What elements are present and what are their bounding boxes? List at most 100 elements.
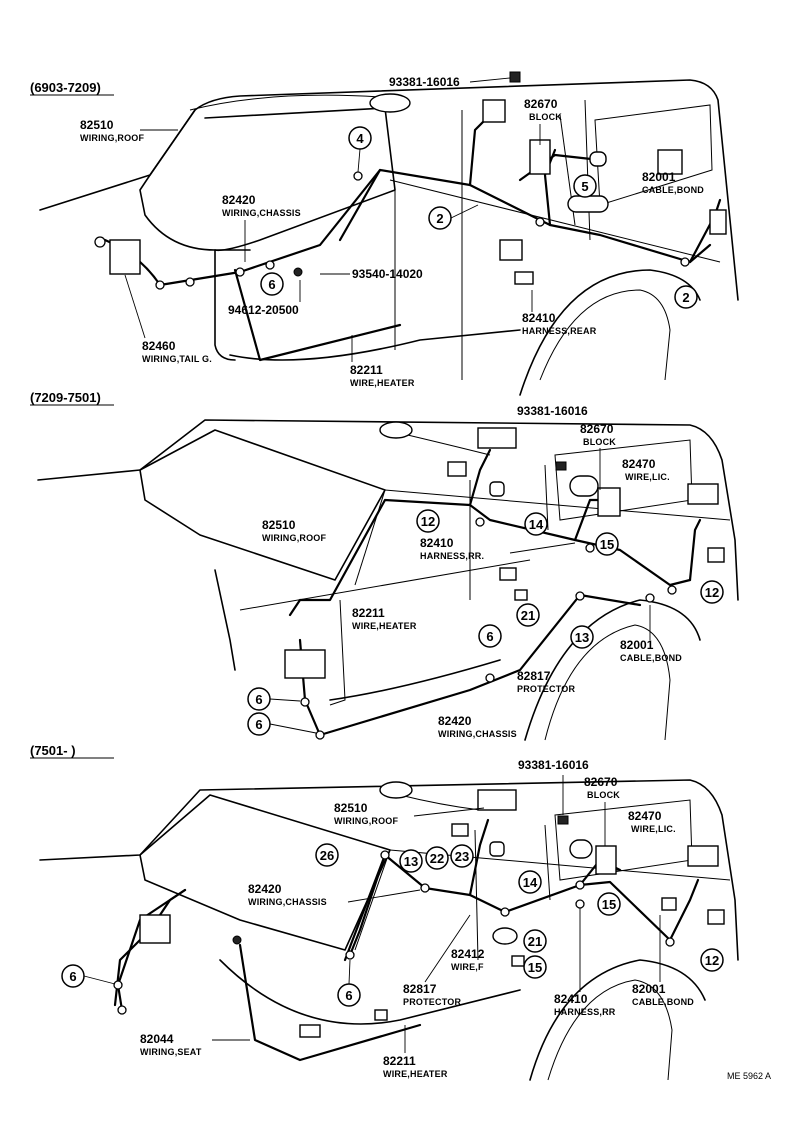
svg-text:13: 13 — [404, 854, 418, 869]
part-name: WIRE,LIC. — [631, 824, 676, 834]
part-name: BLOCK — [529, 112, 562, 122]
callout: 15 — [523, 955, 547, 979]
part-number: 82510 — [262, 518, 296, 532]
section-label: (6903-7209) — [30, 80, 101, 95]
svg-text:21: 21 — [528, 934, 542, 949]
part-number: 82001 — [642, 170, 676, 184]
callout: 22 — [425, 846, 449, 870]
callout: 5 — [573, 174, 597, 198]
callout: 6 — [61, 964, 85, 988]
svg-text:23: 23 — [455, 849, 469, 864]
part-name: BLOCK — [587, 790, 620, 800]
svg-text:15: 15 — [528, 960, 542, 975]
callout: 13 — [399, 849, 423, 873]
callout: 12 — [416, 509, 440, 533]
svg-text:12: 12 — [421, 514, 435, 529]
section-label: (7209-7501) — [30, 390, 101, 405]
part-number: 93540-14020 — [352, 267, 423, 281]
callout: 26 — [315, 843, 339, 867]
part-number: 82670 — [580, 422, 614, 436]
svg-text:26: 26 — [320, 848, 334, 863]
section-3-drawing — [39, 779, 739, 1081]
part-number: 82670 — [524, 97, 558, 111]
callout: 15 — [595, 532, 619, 556]
part-name: WIRING,CHASSIS — [248, 897, 327, 907]
part-number: 93381-16016 — [389, 75, 460, 89]
callout: 21 — [516, 603, 540, 627]
part-name: BLOCK — [583, 437, 616, 447]
part-number: 82211 — [352, 606, 385, 620]
svg-text:12: 12 — [705, 953, 719, 968]
part-number: 82817 — [403, 982, 437, 996]
svg-text:5: 5 — [581, 179, 588, 194]
callout: 2 — [428, 206, 452, 230]
svg-text:6: 6 — [255, 692, 262, 707]
callout: 14 — [518, 870, 542, 894]
part-number: 82211 — [350, 363, 383, 377]
callout: 23 — [450, 844, 474, 868]
svg-text:15: 15 — [602, 897, 616, 912]
part-number: 82420 — [248, 882, 282, 896]
callout: 4 — [348, 126, 372, 150]
svg-text:6: 6 — [345, 988, 352, 1003]
part-number: 82470 — [628, 809, 662, 823]
part-number: 82044 — [140, 1032, 174, 1046]
part-name: WIRING,ROOF — [334, 816, 398, 826]
svg-text:2: 2 — [682, 290, 689, 305]
part-name: PROTECTOR — [517, 684, 575, 694]
svg-text:14: 14 — [523, 875, 538, 890]
callout: 14 — [524, 512, 548, 536]
section-3-labels: (7501- ) 93381-16016 82670 BLOCK 82510 W… — [30, 743, 771, 1081]
part-name: WIRING,TAIL G. — [142, 354, 212, 364]
part-number: 82211 — [383, 1054, 416, 1068]
part-name: WIRE,HEATER — [383, 1069, 448, 1079]
part-name: CABLE,BOND — [642, 185, 704, 195]
part-number: 82001 — [632, 982, 666, 996]
part-number: 82670 — [584, 775, 618, 789]
section-2-labels: (7209-7501) 93381-16016 82670 BLOCK 8247… — [30, 390, 724, 739]
part-number: 82420 — [222, 193, 256, 207]
svg-text:12: 12 — [705, 585, 719, 600]
part-name: WIRE,LIC. — [625, 472, 670, 482]
callout: 15 — [597, 892, 621, 916]
part-number: 82817 — [517, 669, 551, 683]
callout: 6 — [260, 272, 284, 296]
part-name: WIRE,HEATER — [350, 378, 415, 388]
part-name: CABLE,BOND — [632, 997, 694, 1007]
svg-text:6: 6 — [69, 969, 76, 984]
part-name: HARNESS,RR. — [420, 551, 484, 561]
svg-text:14: 14 — [529, 517, 544, 532]
part-number: 82410 — [420, 536, 454, 550]
svg-text:2: 2 — [436, 211, 443, 226]
part-name: WIRING,CHASSIS — [438, 729, 517, 739]
callout: 21 — [523, 929, 547, 953]
svg-text:15: 15 — [600, 537, 614, 552]
section-1-labels: (6903-7209) 93381-16016 82670 BLOCK 8251… — [30, 75, 704, 388]
svg-text:6: 6 — [268, 277, 275, 292]
svg-text:6: 6 — [486, 629, 493, 644]
callout: 12 — [700, 948, 724, 972]
part-number: 82001 — [620, 638, 654, 652]
part-name: CABLE,BOND — [620, 653, 682, 663]
part-name: WIRING,SEAT — [140, 1047, 202, 1057]
svg-text:21: 21 — [521, 608, 535, 623]
part-number: 93381-16016 — [517, 404, 588, 418]
part-number: 82510 — [334, 801, 368, 815]
part-number: 82470 — [622, 457, 656, 471]
part-name: WIRING,ROOF — [262, 533, 326, 543]
callout: 12 — [700, 580, 724, 604]
svg-text:4: 4 — [356, 131, 364, 146]
svg-text:6: 6 — [255, 717, 262, 732]
callout: 6 — [247, 687, 271, 711]
part-number: 82410 — [522, 311, 556, 325]
part-number: 82460 — [142, 339, 176, 353]
part-number: 82510 — [80, 118, 114, 132]
callout: 6 — [478, 624, 502, 648]
section-2-drawing — [37, 419, 739, 741]
callout: 13 — [570, 625, 594, 649]
part-number: 82420 — [438, 714, 472, 728]
part-number: 82410 — [554, 992, 588, 1006]
part-name: WIRING,CHASSIS — [222, 208, 301, 218]
callout: 6 — [337, 983, 361, 1007]
part-name: PROTECTOR — [403, 997, 461, 1007]
